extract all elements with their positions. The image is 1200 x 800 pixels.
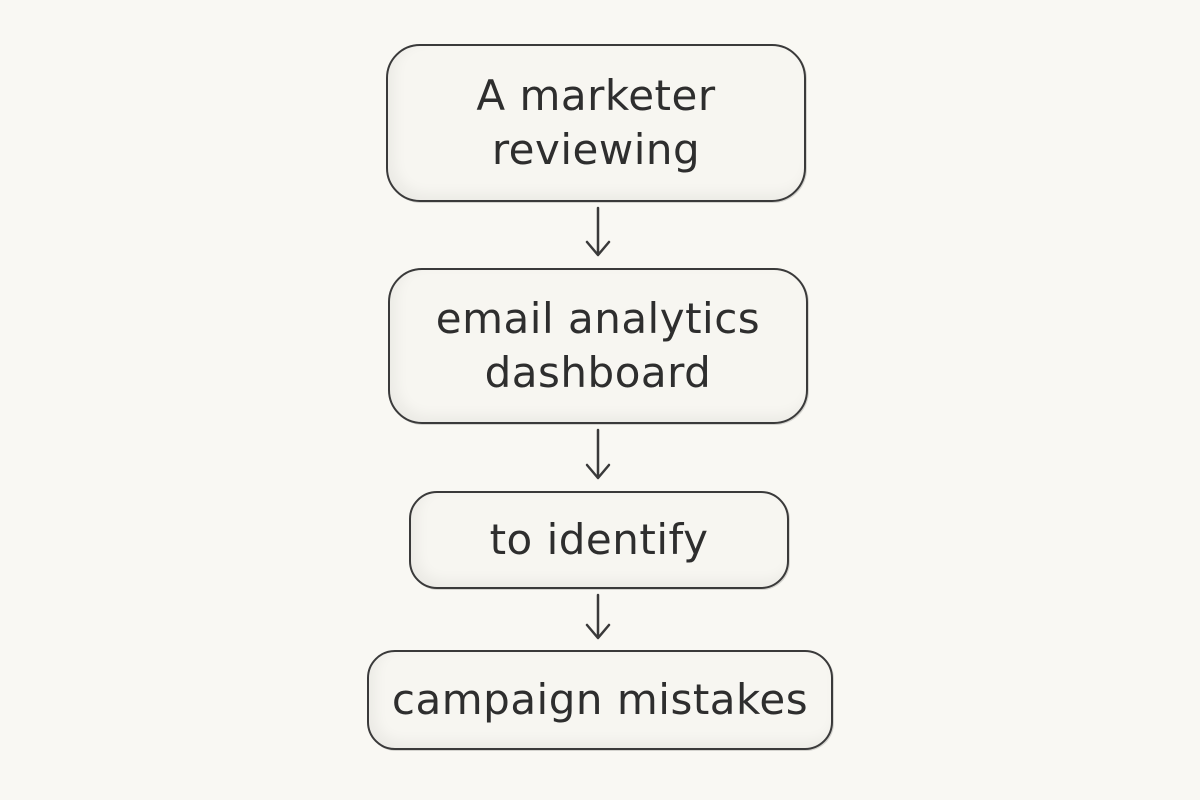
flow-node-mistakes: campaign mistakes [367,650,833,750]
flow-node-label: email analytics dashboard [435,294,761,397]
flow-node-label: campaign mistakes [391,675,809,724]
arrow-n3-to-n4 [585,593,611,640]
flow-node-identify: to identify [409,491,789,589]
flow-node-label: to identify [489,515,709,564]
flow-node-dashboard: email analytics dashboard [388,268,808,424]
flow-node-label: A marketer reviewing [476,71,716,174]
arrow-n2-to-n3 [585,428,611,480]
arrow-n1-to-n2 [585,206,611,257]
flow-node-marketer: A marketer reviewing [386,44,806,202]
